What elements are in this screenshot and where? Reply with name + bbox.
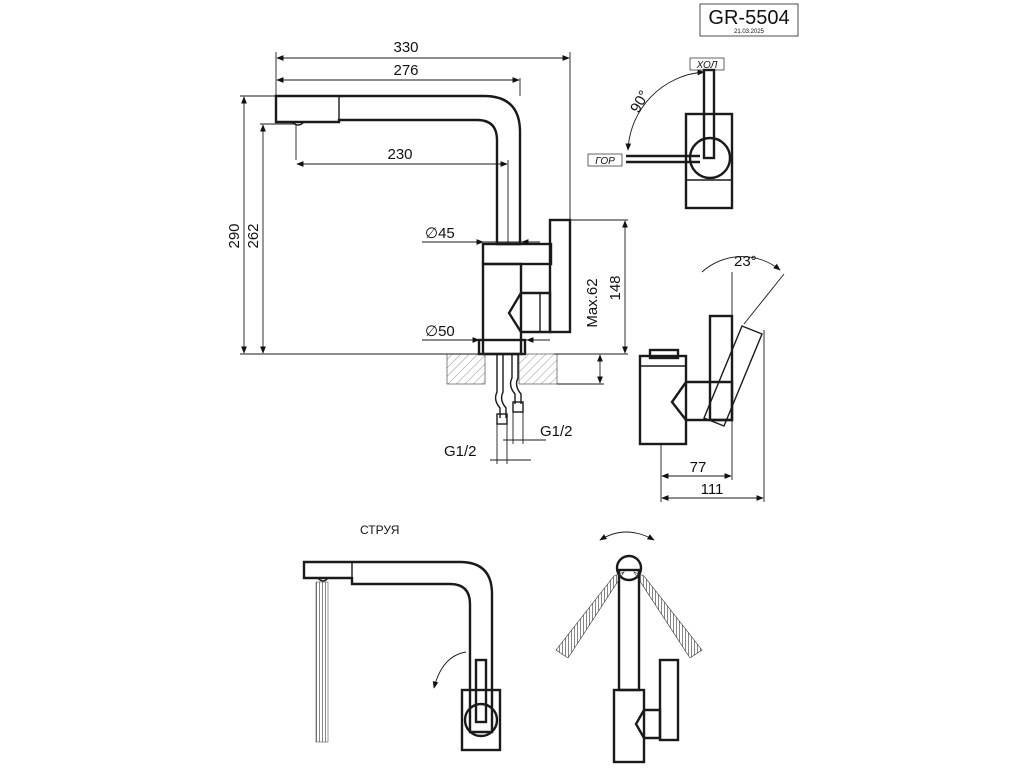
dim-thread-right: G1/2 [540, 423, 573, 440]
dim-body-diameter: ∅45 [425, 225, 455, 242]
handle-rotation-view: ХОЛ ГОР 90° [587, 57, 734, 210]
dim-side-inner: 77 [690, 459, 707, 476]
front-view [274, 94, 572, 432]
dim-side-outer: 111 [701, 481, 724, 498]
dim-total-height: 290 [226, 223, 243, 248]
dim-max-counter: Max.62 [584, 278, 601, 327]
side-tilt-view: 23° 77 111 [638, 253, 785, 502]
model-number: GR-5504 [708, 7, 789, 29]
swivel-view [555, 531, 703, 764]
stream-view: СТРУЯ [302, 523, 502, 752]
angle-handle-rotation: 90° [627, 88, 653, 116]
title-block: GR-5504 21.03.2025 [699, 3, 799, 37]
drawing-date: 21.03.2025 [734, 29, 765, 35]
dim-spout-reach: 276 [393, 62, 418, 79]
front-view-dimensions: 330 276 230 290 262 ∅45 ∅50 148 Max.62 [226, 39, 628, 464]
dim-spout-inner: 230 [387, 146, 412, 163]
label-hot: ГОР [595, 156, 615, 167]
dim-base-diameter: ∅50 [425, 323, 455, 340]
dim-overall-reach: 330 [393, 39, 418, 56]
dim-body-height: 148 [607, 275, 624, 300]
angle-handle-tilt: 23° [734, 253, 757, 270]
dim-thread-left: G1/2 [444, 443, 477, 460]
label-stream: СТРУЯ [360, 523, 399, 537]
dim-spout-height: 262 [245, 223, 262, 248]
label-cold: ХОЛ [696, 60, 718, 71]
